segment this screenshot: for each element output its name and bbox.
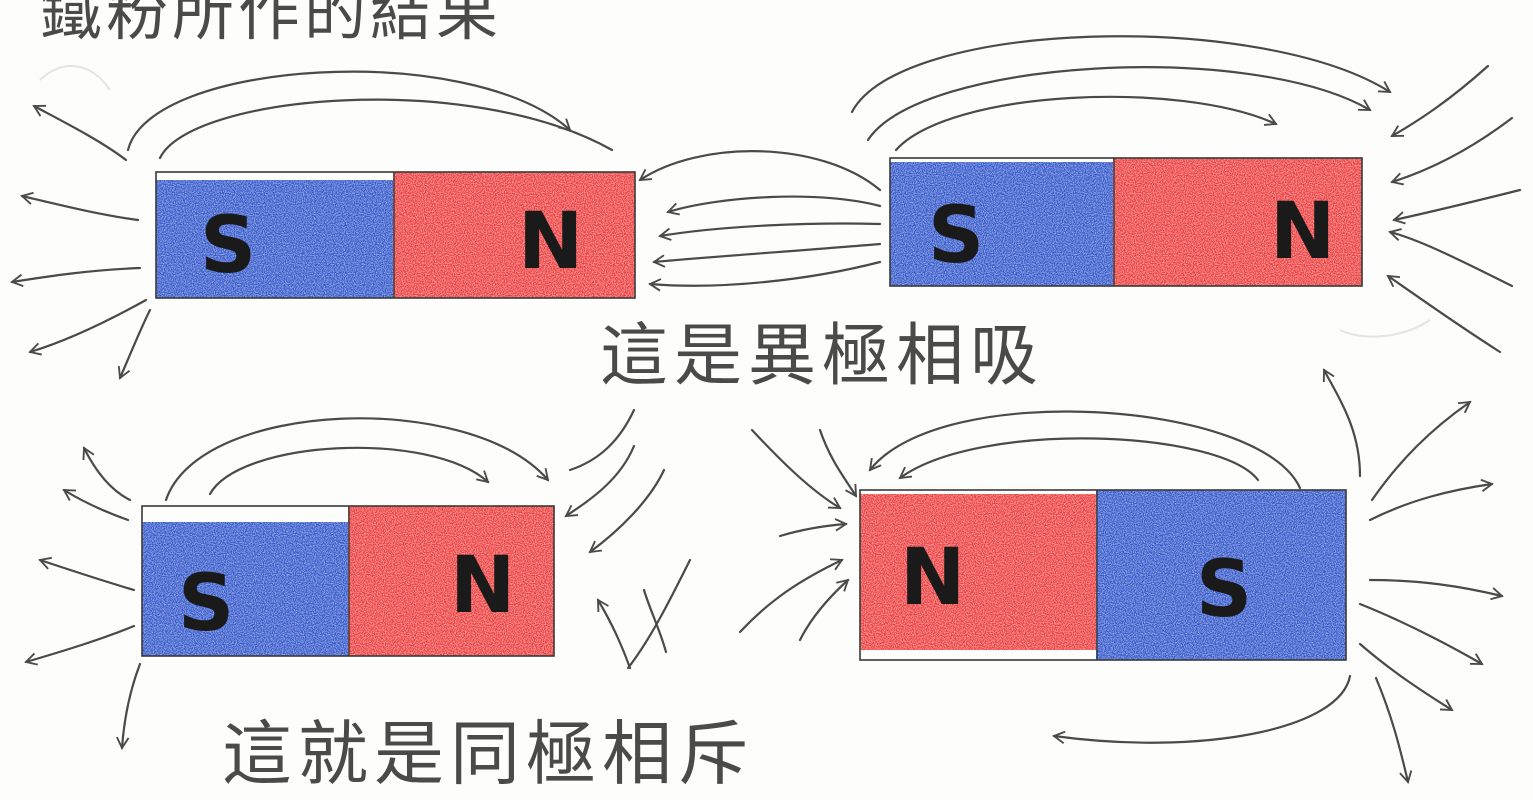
magnet-top-left-north — [393, 172, 635, 298]
magnet-bottom-right: N S — [859, 489, 1347, 661]
field-lines-top-left — [10, 70, 614, 380]
magnet-bottom-right-north — [860, 494, 1098, 650]
field-lines-bottom-right — [738, 368, 1504, 784]
pole-label-s: S — [928, 191, 984, 281]
pole-label-s: S — [1196, 545, 1252, 635]
magnet-bottom-left: S N — [141, 505, 555, 657]
caption-repel: 這就是同極相斥 — [222, 713, 754, 795]
magnet-top-left-south — [156, 180, 396, 298]
pole-label-s: S — [178, 559, 234, 649]
pole-label-n: N — [518, 197, 583, 287]
field-lines-attract — [638, 150, 882, 292]
magnet-bottom-right-south — [1096, 490, 1346, 660]
magnet-top-right: S N — [889, 157, 1363, 287]
caption-attract: 這是異極相吸 — [600, 317, 1045, 396]
magnet-top-right-south — [890, 162, 1115, 286]
magnet-bottom-left-north — [348, 506, 554, 656]
pole-label-n: N — [1270, 187, 1335, 277]
field-lines-bottom-left — [24, 408, 692, 750]
field-lines-top-right — [850, 35, 1522, 354]
magnet-top-right-north — [1113, 158, 1362, 286]
magnet-top-left: S N — [155, 171, 636, 299]
erased-marks — [39, 65, 1431, 338]
magnet-bottom-left-south — [142, 522, 350, 656]
caption-top-partial: 鐵粉所作的結果 — [40, 0, 503, 49]
pole-label-n: N — [450, 541, 515, 631]
pole-label-s: S — [200, 201, 256, 291]
pole-label-n: N — [900, 533, 965, 623]
